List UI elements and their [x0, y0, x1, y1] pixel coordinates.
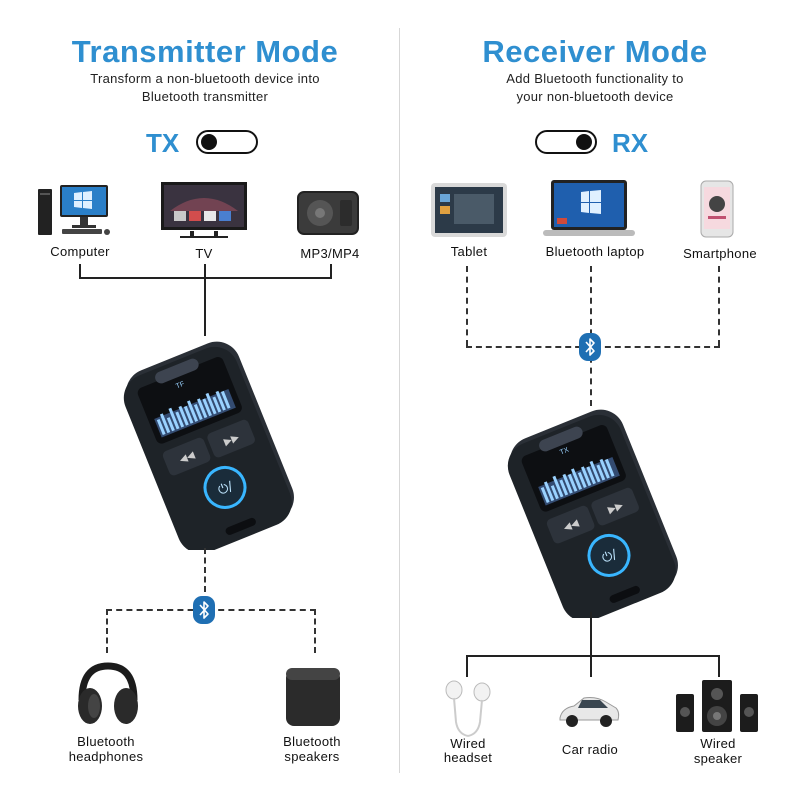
- tx-mode-label: TX: [146, 128, 180, 158]
- mp3-player-icon: [297, 191, 359, 235]
- dashed-connector: [314, 609, 316, 653]
- connector-line: [590, 655, 592, 677]
- output-headphones-line1: Bluetooth: [77, 734, 135, 749]
- connector-line: [466, 655, 468, 677]
- rx-mode-label: RX: [612, 128, 649, 158]
- source-tv-label: TV: [195, 246, 213, 261]
- svg-text:▶▶: ▶▶: [223, 432, 242, 448]
- tablet-icon: [431, 183, 507, 237]
- bluetooth-icon: [193, 596, 215, 624]
- svg-text:⏻/: ⏻/: [216, 479, 236, 499]
- svg-text:▶▶: ▶▶: [607, 500, 626, 516]
- output-headphones-line2: headphones: [68, 749, 144, 764]
- output-headset-line2: headset: [443, 750, 493, 765]
- output-speaker-line2: speaker: [693, 751, 743, 766]
- transmitter-title: Transmitter Mode: [71, 34, 339, 69]
- source-mp3-label: MP3/MP4: [300, 246, 360, 261]
- source-tablet-label: Tablet: [450, 244, 488, 259]
- connector-line: [718, 655, 720, 677]
- receiver-subtitle-1: Add Bluetooth functionality to: [506, 71, 684, 86]
- dashed-connector: [590, 266, 592, 346]
- svg-text:◀◀: ◀◀: [178, 450, 197, 466]
- rx-toggle-switch[interactable]: [535, 130, 597, 154]
- source-computer-label: Computer: [50, 244, 110, 259]
- output-car-radio-label: Car radio: [561, 742, 619, 757]
- earphones-icon: [445, 680, 491, 737]
- connector-line: [204, 278, 206, 336]
- output-speakers-line1: Bluetooth: [283, 734, 341, 749]
- smartphone-icon: [700, 180, 734, 238]
- receiver-title: Receiver Mode: [482, 34, 708, 69]
- car-icon: [559, 697, 620, 727]
- connector-line: [590, 612, 592, 656]
- tx-toggle-switch[interactable]: [196, 130, 258, 154]
- headphones-icon: [78, 662, 138, 724]
- dashed-connector: [590, 346, 592, 406]
- output-speaker-line1: Wired: [700, 736, 736, 751]
- transmitter-subtitle-2: Bluetooth transmitter: [141, 89, 269, 104]
- desktop-computer-icon: [38, 185, 110, 235]
- svg-text:◀◀: ◀◀: [562, 518, 581, 534]
- source-smartphone-label: Smartphone: [683, 246, 757, 261]
- bluetooth-adapter-device: ◀◀ ▶▶ ⏻/: [507, 409, 678, 618]
- bluetooth-icon: [579, 333, 601, 361]
- receiver-subtitle-2: your non-bluetooth device: [516, 89, 674, 104]
- center-divider: [399, 28, 400, 773]
- toggle-knob: [576, 134, 592, 150]
- toggle-knob: [201, 134, 217, 150]
- tv-icon: [161, 182, 247, 238]
- bluetooth-adapter-device: ◀◀ ▶▶ ⏻/: [123, 341, 294, 550]
- dashed-connector: [466, 266, 468, 346]
- speaker-system-icon: [676, 680, 758, 732]
- dashed-connector: [106, 609, 108, 653]
- speaker-icon: [286, 668, 340, 726]
- dashed-connector: [204, 548, 206, 592]
- source-laptop-label: Bluetooth laptop: [545, 244, 645, 259]
- svg-text:⏻/: ⏻/: [600, 547, 620, 567]
- connector-line: [466, 655, 720, 657]
- output-speakers-line2: speakers: [284, 749, 340, 764]
- connector-line: [79, 264, 81, 278]
- output-headset-line1: Wired: [450, 736, 486, 751]
- laptop-icon: [543, 180, 635, 236]
- dashed-connector: [718, 266, 720, 346]
- connector-line: [330, 264, 332, 278]
- connector-line: [204, 264, 206, 278]
- transmitter-subtitle-1: Transform a non-bluetooth device into: [90, 71, 320, 86]
